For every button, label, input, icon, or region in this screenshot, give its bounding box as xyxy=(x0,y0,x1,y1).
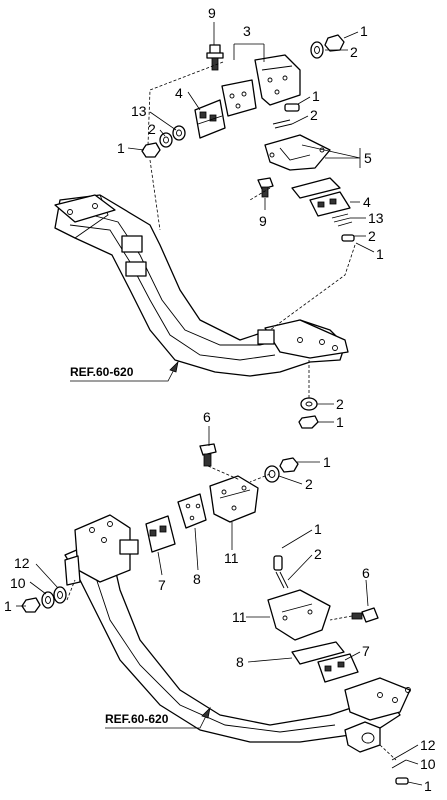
callout-9-mid: 9 xyxy=(259,213,267,229)
dashed-line xyxy=(147,61,224,146)
callout-1-d: 1 xyxy=(376,246,384,262)
callout-12-a: 12 xyxy=(14,555,30,571)
dashed-line xyxy=(379,744,397,761)
callout-1-i: 1 xyxy=(424,778,432,794)
nut-washer-mid xyxy=(298,397,319,429)
plate-8-lower xyxy=(291,641,345,665)
dashed-line xyxy=(249,187,271,201)
bracket-5 xyxy=(264,134,341,199)
callout-9-top: 9 xyxy=(208,5,216,21)
dashed-line xyxy=(66,579,76,601)
bolt-9-top xyxy=(206,44,224,71)
callout-1-g: 1 xyxy=(4,598,12,614)
mount-7-upper xyxy=(145,515,176,553)
callout-12-b: 12 xyxy=(420,737,436,753)
callout-1-a: 1 xyxy=(360,23,368,39)
pin-clip-lower xyxy=(273,555,289,589)
callout-1-b: 1 xyxy=(117,140,125,156)
callout-7-a: 7 xyxy=(158,577,166,593)
dashed-line xyxy=(149,159,161,231)
pin-clip-upper xyxy=(272,103,300,129)
lower-crossmember xyxy=(64,514,411,753)
mount-4-lower xyxy=(309,191,351,217)
callout-2-f: 2 xyxy=(305,476,313,492)
callout-1-h: 1 xyxy=(314,521,322,537)
nut-washer-lower-top xyxy=(264,457,299,483)
reference-label-lower: REF.60-620 xyxy=(105,712,169,726)
callout-2-c: 2 xyxy=(310,107,318,123)
callout-2-a: 2 xyxy=(350,44,358,60)
reference-arrow-lower xyxy=(105,706,211,729)
callout-4-b: 4 xyxy=(363,194,371,210)
reference-arrow-upper xyxy=(70,360,179,382)
callout-2-b: 2 xyxy=(148,121,156,137)
callout-3: 3 xyxy=(243,23,251,39)
callout-10-a: 10 xyxy=(10,575,26,591)
dashed-line xyxy=(249,473,271,483)
callout-2-g: 2 xyxy=(314,546,322,562)
small-parts-lower-right xyxy=(391,751,409,785)
washers-lower-left xyxy=(21,586,67,613)
callout-4-a: 4 xyxy=(175,85,183,101)
callout-1-e: 1 xyxy=(336,414,344,430)
mount-7-lower xyxy=(317,653,359,683)
bracket-3 xyxy=(221,54,301,117)
callout-11-a: 11 xyxy=(224,550,239,566)
callout-6-b: 6 xyxy=(362,565,370,581)
washers-left xyxy=(141,125,186,158)
nut-washer-top xyxy=(310,34,345,59)
bracket-11-lower xyxy=(267,589,331,641)
dashed-line xyxy=(269,244,356,331)
callout-5: 5 xyxy=(364,150,372,166)
callout-2-e: 2 xyxy=(336,396,344,412)
bracket-11-upper xyxy=(209,475,259,523)
bolt-6-lower xyxy=(351,607,379,623)
reference-label-upper: REF.60-620 xyxy=(70,365,134,379)
callout-2-d: 2 xyxy=(368,228,376,244)
callout-13-a: 13 xyxy=(131,103,147,119)
plate-8 xyxy=(177,493,207,529)
callout-1-f: 1 xyxy=(323,454,331,470)
mount-4-upper xyxy=(194,99,226,139)
callout-13-b: 13 xyxy=(368,210,384,226)
leader-lines xyxy=(16,22,423,786)
bolt-6-top xyxy=(199,443,217,467)
dashed-line xyxy=(329,615,353,621)
upper-crossmember xyxy=(54,194,349,377)
callout-1-c: 1 xyxy=(312,88,320,104)
callout-8-b: 8 xyxy=(236,654,244,670)
callout-6-a: 6 xyxy=(203,409,211,425)
callout-7-b: 7 xyxy=(362,643,370,659)
small-parts-right xyxy=(331,213,355,242)
dashed-line xyxy=(207,465,241,481)
bolt-9-mid xyxy=(257,177,274,198)
callout-11-b: 11 xyxy=(232,609,247,625)
callout-8-a: 8 xyxy=(193,571,201,587)
callout-10-b: 10 xyxy=(420,756,436,772)
